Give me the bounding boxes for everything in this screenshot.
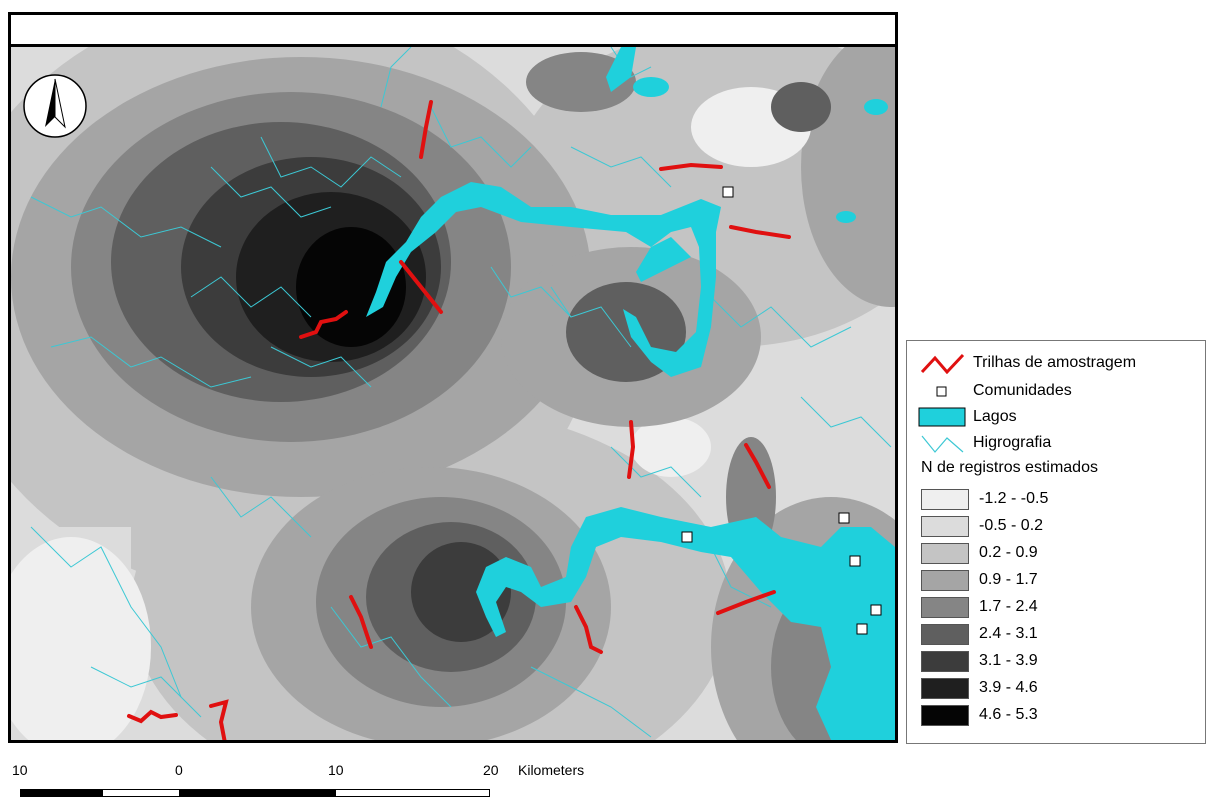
legend-class-row: 3.9 - 4.6 — [921, 676, 1038, 700]
sampling-trail — [299, 310, 348, 339]
scale-bar: 10 0 10 20 Kilometers — [12, 762, 584, 798]
sampling-trail — [659, 162, 723, 171]
legend-class-swatch — [921, 515, 969, 537]
community-marker — [849, 555, 861, 567]
legend-class-row: -0.5 - 0.2 — [921, 514, 1043, 538]
legend-class-label: -1.2 - -0.5 — [979, 490, 1049, 507]
community-symbol-icon — [917, 381, 967, 401]
sampling-trail — [399, 260, 443, 314]
sampling-trail — [419, 100, 433, 159]
communities — [681, 186, 882, 635]
legend-class-label: 3.9 - 4.6 — [979, 679, 1038, 696]
legend-class-label: 0.2 - 0.9 — [979, 544, 1038, 561]
hydrography-symbol-icon — [917, 433, 967, 453]
community-marker — [838, 512, 850, 524]
legend-class-row: 0.2 - 0.9 — [921, 541, 1038, 565]
scale-tick-label: 10 — [12, 762, 28, 778]
legend-class-row: 2.4 - 3.1 — [921, 622, 1038, 646]
community-marker — [681, 531, 693, 543]
legend-class-swatch — [921, 542, 969, 564]
legend-label-lakes: Lagos — [973, 408, 1017, 425]
community-marker — [856, 623, 868, 635]
sampling-trails — [127, 100, 791, 740]
legend-class-label: -0.5 - 0.2 — [979, 517, 1044, 534]
legend-row-communities: Comunidades — [917, 379, 1072, 403]
upper-lake — [366, 182, 721, 377]
legend-row-trails: Trilhas de amostragem — [917, 351, 1136, 375]
sampling-trail — [349, 595, 373, 649]
sampling-trail — [729, 225, 791, 239]
trail-symbol-icon — [917, 353, 967, 374]
sampling-trail — [209, 699, 229, 740]
legend-class-swatch — [921, 596, 969, 618]
sampling-trail — [627, 420, 636, 479]
map-top-band — [11, 15, 895, 47]
scale-segment — [180, 789, 335, 797]
sampling-trail — [744, 443, 771, 489]
legend-class-row: 4.6 - 5.3 — [921, 703, 1038, 727]
sampling-trail — [716, 590, 776, 615]
lakes — [366, 47, 895, 740]
legend-row-lakes: Lagos — [917, 405, 1017, 429]
hydrography-network — [30, 47, 892, 738]
legend-label-trails: Trilhas de amostragem — [973, 354, 1137, 371]
map-frame — [8, 12, 898, 743]
north-arrow-icon — [23, 74, 87, 138]
community-marker — [870, 604, 882, 616]
scale-segment — [102, 789, 180, 797]
map-canvas — [11, 47, 895, 740]
legend-class-swatch — [921, 677, 969, 699]
legend-class-row: 1.7 - 2.4 — [921, 595, 1038, 619]
legend-class-row: 3.1 - 3.9 — [921, 649, 1038, 673]
scale-segment — [335, 789, 490, 797]
scale-segment — [20, 789, 102, 797]
map-legend: Trilhas de amostragem Comunidades Lagos … — [906, 340, 1206, 744]
legend-class-swatch — [921, 650, 969, 672]
sampling-trail — [574, 605, 603, 654]
legend-class-swatch — [921, 623, 969, 645]
sampling-trail — [127, 709, 178, 724]
scale-tick-label: 10 — [328, 762, 344, 778]
legend-class-label: 3.1 - 3.9 — [979, 652, 1038, 669]
scale-tick-label: 0 — [175, 762, 183, 778]
scale-unit-label: Kilometers — [518, 762, 585, 778]
lake-symbol-icon — [917, 407, 967, 427]
legend-label-hydrography: Higrografia — [973, 434, 1052, 451]
legend-class-swatch — [921, 569, 969, 591]
community-marker — [722, 186, 734, 198]
density-zones — [11, 47, 895, 740]
legend-classes-title: N de registros estimados — [921, 459, 1098, 476]
legend-class-label: 0.9 - 1.7 — [979, 571, 1038, 588]
legend-class-swatch — [921, 704, 969, 726]
legend-class-swatch — [921, 488, 969, 510]
legend-label-communities: Comunidades — [973, 382, 1072, 399]
legend-class-label: 2.4 - 3.1 — [979, 625, 1038, 642]
legend-class-label: 4.6 - 5.3 — [979, 706, 1038, 723]
upper-arm — [636, 237, 691, 282]
legend-row-hydrography: Higrografia — [917, 431, 1051, 455]
scale-tick-label: 20 — [483, 762, 499, 778]
lower-river — [476, 507, 895, 740]
legend-class-row: -1.2 - -0.5 — [921, 487, 1048, 511]
legend-class-row: 0.9 - 1.7 — [921, 568, 1038, 592]
legend-class-label: 1.7 - 2.4 — [979, 598, 1038, 615]
top-channel — [606, 47, 636, 92]
